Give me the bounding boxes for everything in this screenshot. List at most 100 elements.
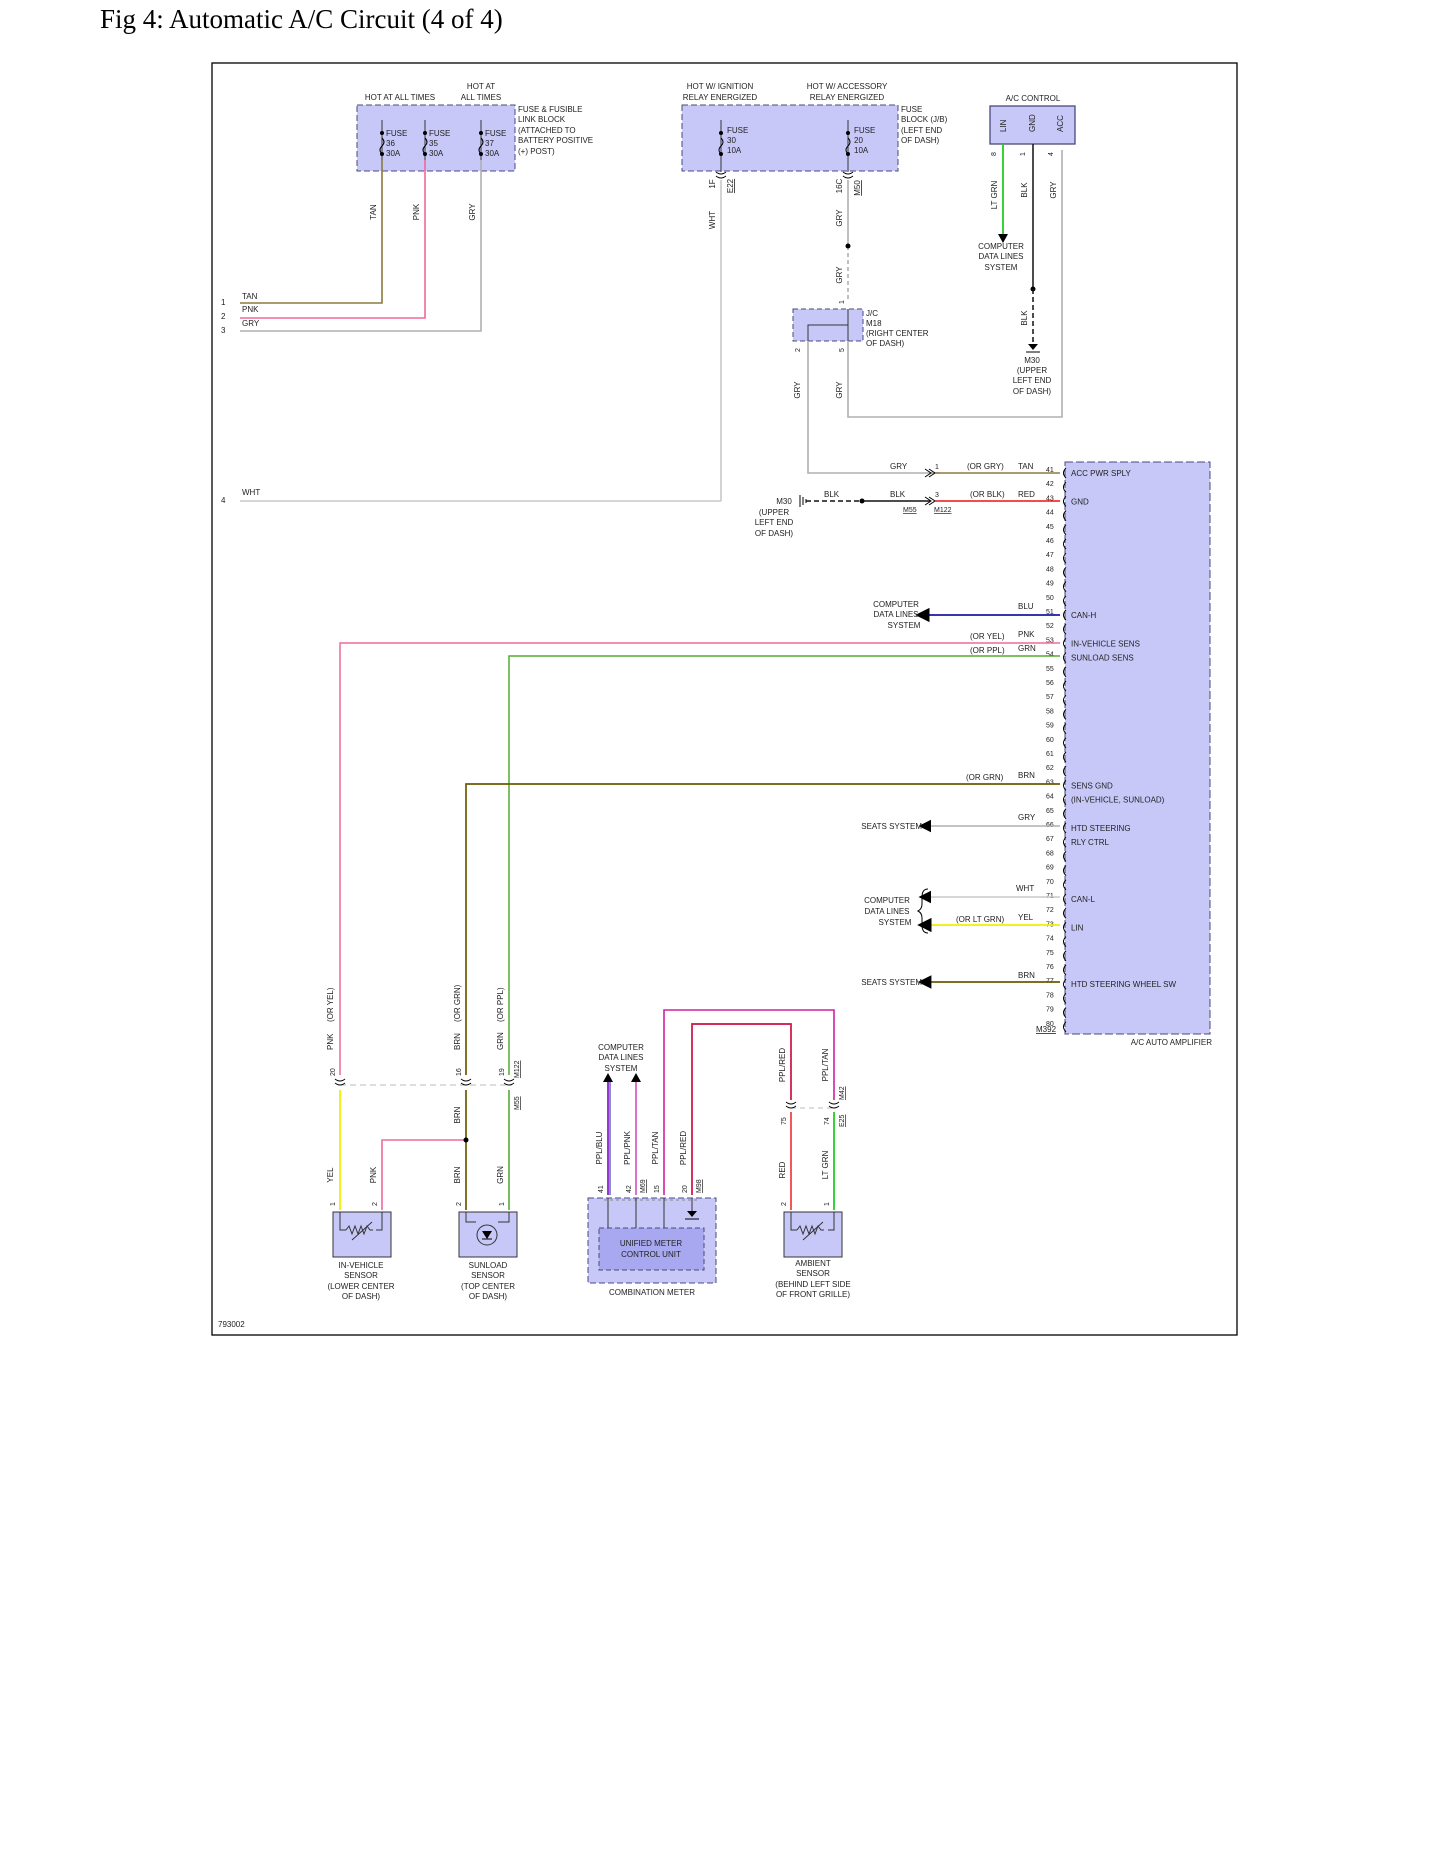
fuse-block-jb (681, 104, 899, 172)
amplifier-pin-number: 74 (1046, 936, 1054, 943)
amplifier-pin-number: 47 (1046, 552, 1054, 559)
amplifier-pin-mark (1063, 467, 1067, 479)
svg-text:20: 20 (854, 136, 863, 145)
amplifier-pin-number: 60 (1046, 737, 1054, 744)
connector-pin: 5 (839, 348, 846, 352)
svg-text:SYSTEM: SYSTEM (605, 1064, 638, 1073)
or-label: (OR PPL) (496, 987, 505, 1022)
amplifier-pin-number: 63 (1046, 779, 1054, 786)
hot-label: HOT W/ IGNITION (687, 82, 754, 91)
wire-label: GRY (793, 381, 802, 399)
or-label: (OR LT GRN) (956, 915, 1004, 924)
amplifier-pin-number: 64 (1046, 794, 1054, 801)
svg-text:PNK: PNK (242, 305, 259, 314)
fuse-link-block-label: FUSE & FUSIBLE LINK BLOCK (ATTACHED TO B… (518, 105, 593, 156)
svg-text:(LOWER CENTER: (LOWER CENTER (327, 1282, 394, 1291)
amplifier-pin-mark (1063, 609, 1067, 621)
amplifier-pin-mark (1063, 851, 1067, 862)
svg-text:LEFT END: LEFT END (755, 518, 794, 527)
svg-text:OF FRONT GRILLE): OF FRONT GRILLE) (776, 1290, 850, 1299)
connector-pin: 1 (330, 1202, 337, 1206)
connector-id: M392 (1036, 1025, 1057, 1034)
svg-text:OF DASH): OF DASH) (342, 1292, 381, 1301)
ground-m30-label: M30 (UPPER LEFT END OF DASH) (1013, 356, 1052, 396)
amplifier-pin-number: 41 (1046, 467, 1054, 474)
svg-text:SENSOR: SENSOR (796, 1269, 830, 1278)
svg-text:LIN: LIN (999, 119, 1008, 132)
amplifier-pin-mark (1063, 907, 1067, 919)
svg-text:IN-VEHICLE: IN-VEHICLE (339, 1261, 384, 1270)
wire-label: GRY (835, 209, 844, 227)
amplifier-pin-mark (1063, 581, 1067, 592)
svg-text:(UPPER: (UPPER (1017, 366, 1047, 375)
svg-text:DATA LINES: DATA LINES (598, 1053, 643, 1062)
amplifier-pin-mark (1063, 751, 1067, 763)
wire-label: WHT (1016, 884, 1034, 893)
or-label: (OR GRN) (453, 984, 462, 1022)
svg-text:OF DASH): OF DASH) (901, 136, 940, 145)
wire-pnk (240, 160, 426, 319)
or-label: (OR GRN) (966, 773, 1004, 782)
hot-label: ALL TIMES (461, 93, 501, 102)
svg-text:(UPPER: (UPPER (759, 508, 789, 517)
amplifier-pin-number: 57 (1046, 694, 1054, 701)
svg-text:8: 8 (991, 152, 998, 156)
amplifier-pin-mark (1063, 936, 1067, 947)
svg-text:SYSTEM: SYSTEM (985, 263, 1018, 272)
hot-label: RELAY ENERGIZED (683, 93, 758, 102)
svg-text:COMPUTER: COMPUTER (864, 896, 910, 905)
meter-unit-label: UNIFIED METER (620, 1239, 682, 1248)
connector-pin: 1 (839, 300, 846, 304)
wire-label: BLK (1020, 182, 1029, 198)
amplifier-pin-number: 67 (1046, 836, 1054, 843)
unified-meter-control-unit (598, 1227, 705, 1271)
amplifier-pin-mark (1063, 879, 1067, 891)
connector-pin: 1 (499, 1202, 506, 1206)
connector-pin: 2 (781, 1202, 788, 1206)
amplifier-pin-number: 56 (1046, 680, 1054, 687)
ground-m30-mid-label: M30 (UPPER LEFT END OF DASH) (755, 497, 794, 538)
connector-pin: 41 (598, 1185, 605, 1193)
or-label: (OR YEL) (326, 987, 335, 1022)
wire-label: BRN (1018, 971, 1035, 980)
amplifier-pin-number: 44 (1046, 510, 1054, 517)
amplifier-pin-number: 78 (1046, 992, 1054, 999)
amplifier-pin-mark (1063, 723, 1067, 734)
connector-pin: 3 (935, 492, 939, 499)
svg-text:SENSOR: SENSOR (344, 1271, 378, 1280)
amplifier-signal-label: LIN (1071, 923, 1084, 932)
amplifier-pin-number: 59 (1046, 723, 1054, 730)
splice (463, 1137, 469, 1143)
amplifier-pin-number: 76 (1046, 964, 1054, 971)
wire-ppl-red (691, 1023, 792, 1195)
amplifier-pin-number: 69 (1046, 865, 1054, 872)
connector-pin: 20 (682, 1185, 689, 1193)
wire-label: LT GRN (821, 1150, 830, 1179)
or-label: (OR GRY) (967, 462, 1004, 471)
wire-label: BLK (890, 490, 906, 499)
connector-id: M122 (514, 1060, 521, 1078)
wire-label: BRN (453, 1166, 462, 1183)
or-label: (OR PPL) (970, 646, 1005, 655)
or-label: (OR YEL) (970, 632, 1005, 641)
hot-label: HOT W/ ACCESSORY (807, 82, 888, 91)
svg-text:DATA LINES: DATA LINES (864, 907, 909, 916)
amplifier-pin-number: 72 (1046, 907, 1054, 914)
amplifier-pin-mark (1063, 567, 1067, 578)
amplifier-pin-number: 58 (1046, 708, 1054, 715)
in-vehicle-sensor-label: IN-VEHICLE SENSOR (LOWER CENTER OF DASH) (327, 1261, 394, 1301)
arrow-up (603, 1073, 613, 1082)
amplifier-pin-mark (1063, 666, 1067, 678)
sunload-sensor (458, 1211, 518, 1258)
svg-text:SYSTEM: SYSTEM (888, 621, 921, 630)
amplifier-pin-mark (1063, 694, 1067, 706)
amplifier-signal-label: SUNLOAD SENS (1071, 654, 1134, 663)
amplifier-pin-mark (1063, 893, 1067, 905)
wire-label: BRN (1018, 771, 1035, 780)
connector-pin: 2 (372, 1202, 379, 1206)
connector-id: E22 (726, 178, 735, 193)
wire-label: PPL/RED (778, 1048, 787, 1082)
svg-text:10A: 10A (854, 146, 869, 155)
connector-mark (842, 171, 854, 179)
